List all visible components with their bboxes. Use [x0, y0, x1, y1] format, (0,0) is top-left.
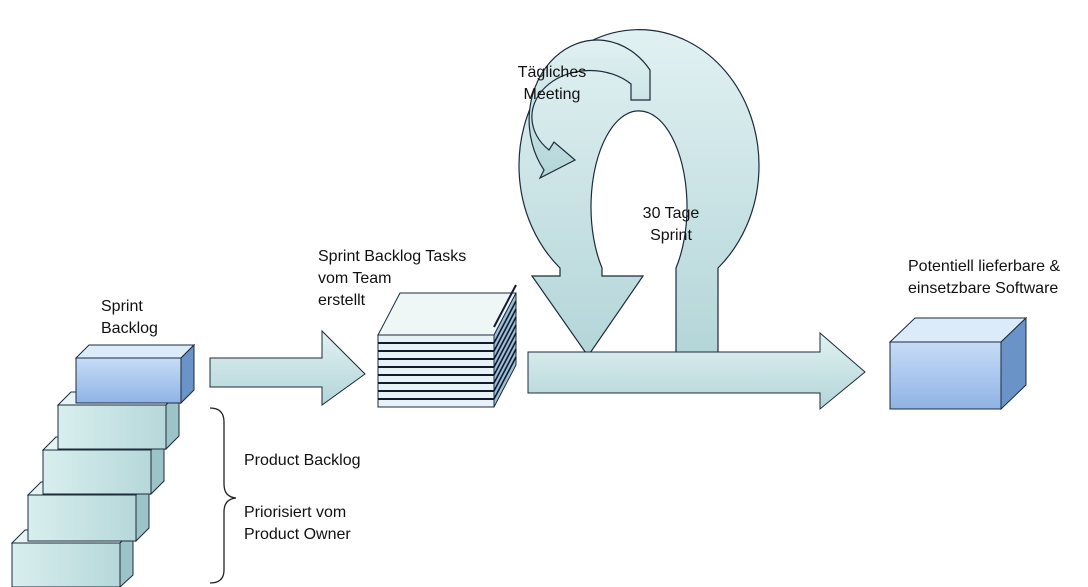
software-box [888, 316, 1028, 411]
daily-meeting-label: Tägliches Meeting [512, 62, 592, 106]
deliverable-label: Potentiell lieferbare & einsetzbare Soft… [908, 256, 1060, 300]
daily-meeting-label-line: Meeting [523, 86, 581, 103]
sprint-cycle-arrow [518, 29, 760, 363]
arrow-to-tasks [209, 329, 366, 406]
sprint-tasks-label-line: Sprint Backlog Tasks [318, 248, 467, 265]
prioritized-by-label-line: Priorisiert vom [244, 504, 347, 521]
daily-meeting-cycle-arrow [528, 39, 651, 180]
product-backlog-label-line: Product Backlog [244, 452, 361, 469]
sprint-duration-label: 30 Tage Sprint [626, 203, 716, 247]
product-backlog-label: Product Backlog [244, 450, 361, 472]
prioritized-by-label: Priorisiert vom Product Owner [244, 502, 351, 546]
sprint-backlog-label: Sprint Backlog [101, 296, 158, 340]
sprint-tasks-label-line: vom Team [318, 270, 392, 287]
sprint-duration-label-line: 30 Tage [642, 205, 700, 222]
product-backlog-stack [10, 390, 181, 587]
prioritized-by-label-line: Product Owner [244, 526, 351, 543]
sprint-duration-label-line: Sprint [650, 227, 692, 244]
sprint-tasks-label: Sprint Backlog Tasks vom Team erstellt [318, 246, 466, 312]
deliverable-label-line: einsetzbare Software [908, 280, 1059, 297]
product-backlog-brace [209, 407, 237, 584]
arrow-to-software [527, 331, 866, 411]
daily-meeting-label-line: Tägliches [517, 64, 587, 81]
sprint-tasks-label-line: erstellt [318, 292, 366, 309]
sprint-backlog-label-line: Sprint [101, 298, 143, 315]
sprint-task-stack [377, 284, 517, 408]
deliverable-label-line: Potentiell lieferbare & [908, 258, 1061, 275]
sprint-backlog-box [74, 343, 196, 405]
sprint-backlog-label-line: Backlog [101, 320, 158, 337]
